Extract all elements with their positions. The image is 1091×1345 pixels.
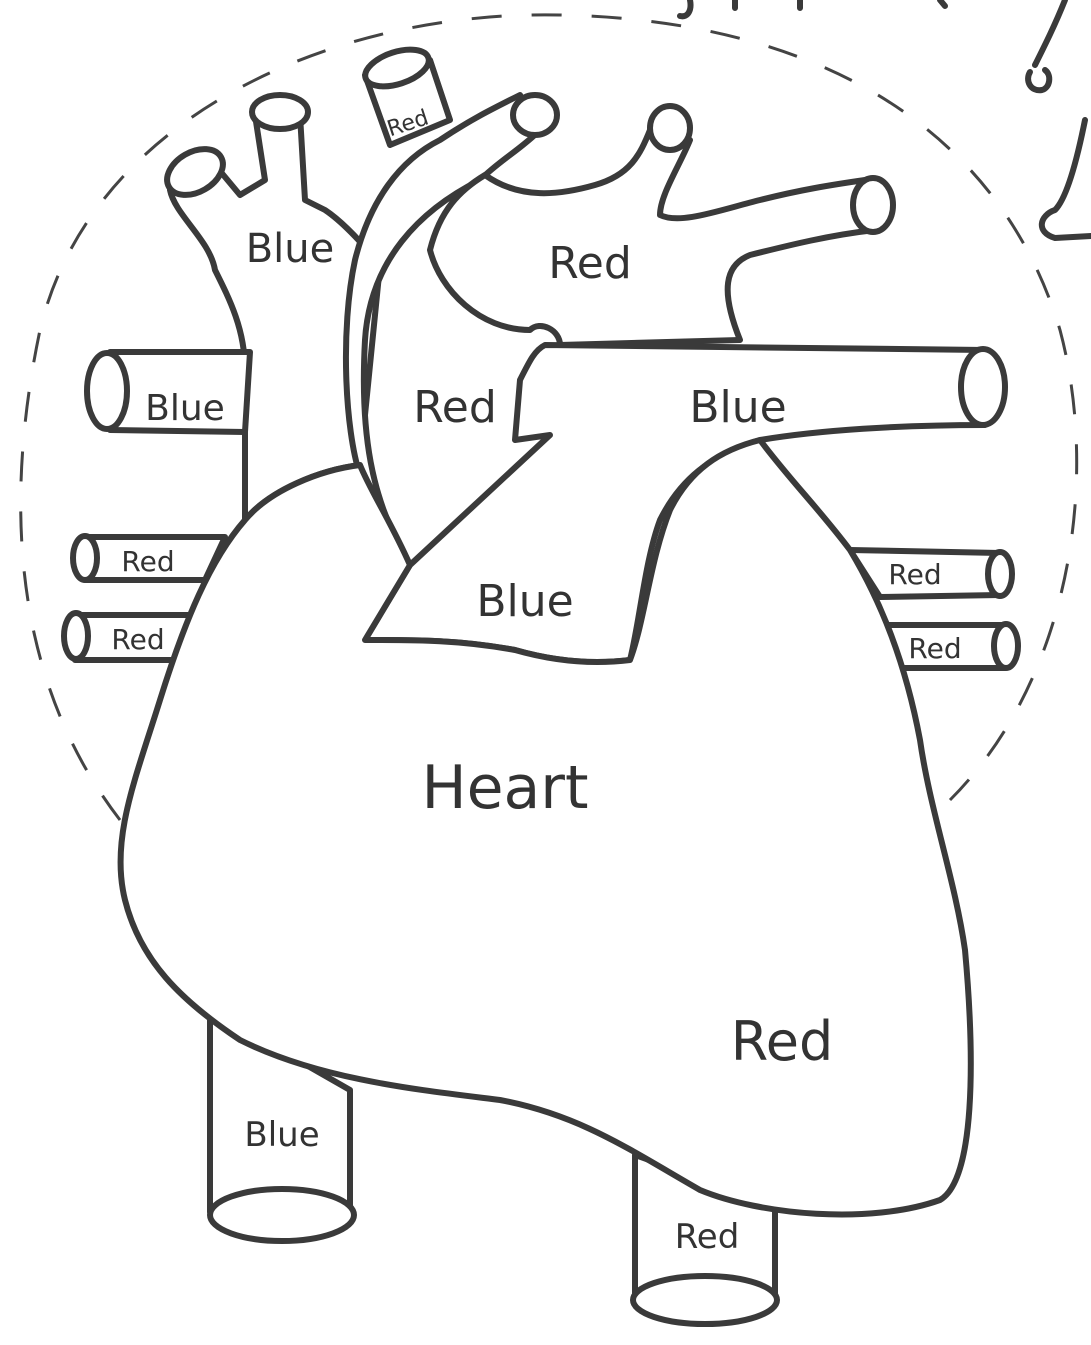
pulmonary-artery-opening <box>961 349 1005 425</box>
upper-branch-opening-2 <box>853 178 893 232</box>
label-right-veins-2: Red <box>111 623 164 656</box>
aortic-arch-opening <box>513 95 557 135</box>
label-aortic-arch: Red <box>413 382 497 433</box>
heart-title: Heart <box>422 753 589 823</box>
right-vein-a-opening <box>73 536 97 580</box>
hand-sketch <box>1028 70 1049 90</box>
svc-branch-right-opening <box>252 95 308 129</box>
label-pulmonary-branch: Red <box>548 238 632 289</box>
label-left-veins-1: Red <box>888 558 941 591</box>
label-right-veins-1: Red <box>121 545 174 578</box>
label-left-veins-2: Red <box>908 632 961 665</box>
top-text-fragment <box>680 0 945 16</box>
upper-branch-opening-1 <box>650 106 690 150</box>
label-ventricle: Red <box>731 1010 834 1073</box>
label-svc-top: Blue <box>246 226 335 272</box>
label-descending-aorta: Red <box>675 1217 740 1257</box>
label-pulmonary-trunk: Blue <box>476 576 573 627</box>
label-right-pulmonary-vein-upper: Blue <box>145 388 225 429</box>
ivc-opening <box>210 1189 354 1241</box>
left-vein-a-opening <box>988 552 1012 596</box>
arm-sketch <box>1035 0 1091 238</box>
right-vein-b-opening <box>64 613 88 659</box>
label-ivc: Blue <box>244 1115 319 1155</box>
aorta-opening <box>633 1276 777 1324</box>
right-pulmonary-vein-upper-opening <box>87 353 127 429</box>
label-pulmonary-artery: Blue <box>689 382 786 433</box>
left-vein-b-opening <box>994 624 1018 668</box>
